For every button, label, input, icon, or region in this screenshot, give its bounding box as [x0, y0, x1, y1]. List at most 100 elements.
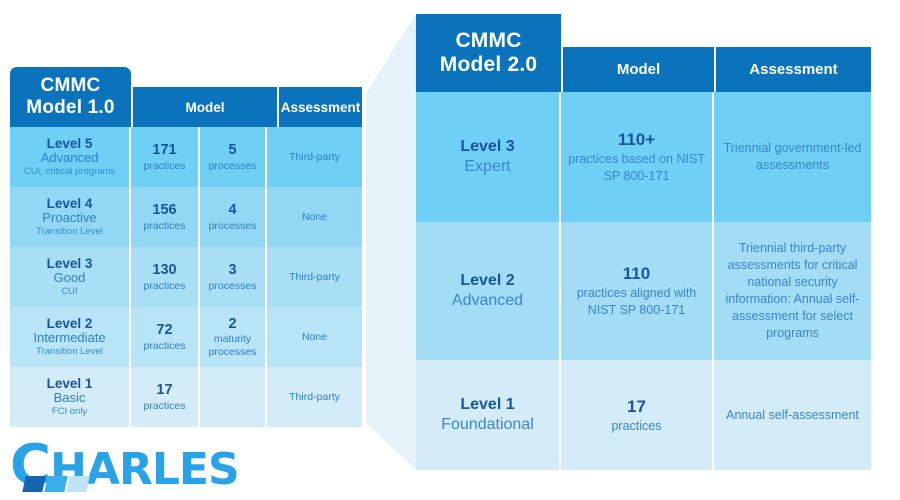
practices-count: 156	[152, 202, 177, 219]
level-label: Level 4	[46, 196, 93, 212]
assessment-value: Third-party	[289, 391, 340, 403]
level-note: Transition Level	[36, 346, 103, 358]
column-header-model: Model	[561, 47, 714, 92]
processes-count: 5	[228, 142, 237, 159]
level-label: Level 2	[460, 272, 515, 289]
model-description: practices	[611, 418, 662, 433]
level-name: Advanced	[451, 292, 524, 309]
table-row: Level 4 Proactive Transition Level 156 p…	[10, 187, 362, 247]
logo-accent-square-dark	[22, 476, 46, 492]
processes-unit: processes	[208, 279, 257, 292]
processes-count: 2	[228, 315, 237, 332]
cmmc-model-2-table: CMMC Model 2.0 Model Assessment Level 3 …	[416, 14, 871, 470]
logo-accent-square-mid	[44, 476, 68, 492]
level-cell: Level 2 Advanced	[416, 222, 561, 360]
practices-cell: 156 practices	[131, 187, 200, 247]
cmmc-model-1-title: CMMC Model 1.0	[10, 67, 131, 127]
table-row: Level 5 Advanced CUI, critical programs …	[10, 127, 362, 187]
level-name: Intermediate	[33, 330, 106, 346]
practices-cell: 17 practices	[131, 367, 200, 427]
cmmc-model-2-header-row: Model Assessment	[561, 47, 871, 92]
level-note: CUI	[61, 286, 78, 298]
model-count: 17	[627, 396, 646, 416]
assessment-cell: Third-party	[267, 367, 362, 427]
cmmc-model-1-body: Level 5 Advanced CUI, critical programs …	[10, 127, 362, 427]
processes-cell: 2 maturity processes	[200, 307, 267, 367]
assessment-cell: None	[267, 187, 362, 247]
table-row: Level 3 Good CUI 130 practices 3 process…	[10, 247, 362, 307]
model-cell: 110 practices aligned with NIST SP 800-1…	[561, 222, 714, 360]
level-note: CUI, critical programs	[23, 166, 116, 178]
practices-unit: practices	[143, 159, 186, 172]
level-cell: Level 2 Intermediate Transition Level	[10, 307, 131, 367]
practices-count: 72	[156, 322, 173, 339]
practices-cell: 72 practices	[131, 307, 200, 367]
level-name: Proactive	[42, 210, 97, 226]
level-name: Basic	[53, 390, 86, 406]
processes-cell	[200, 367, 267, 427]
level-name: Foundational	[441, 416, 534, 433]
model-description: practices based on NIST SP 800-171	[568, 152, 705, 184]
processes-cell: 5 processes	[200, 127, 267, 187]
level-cell: Level 3 Good CUI	[10, 247, 131, 307]
assessment-value: None	[301, 211, 328, 223]
column-header-assessment: Assessment	[714, 47, 871, 92]
practices-cell: 171 practices	[131, 127, 200, 187]
model-cell: 110+ practices based on NIST SP 800-171	[561, 92, 714, 222]
model-count: 110	[622, 264, 651, 284]
assessment-cell: Triennial government-led assessments	[714, 92, 871, 222]
level-note: Transition Level	[36, 226, 103, 238]
column-header-model: Model	[131, 87, 277, 127]
model-count: 110+	[617, 130, 656, 150]
processes-count: 4	[228, 202, 237, 219]
cmmc-model-1-title-line1: CMMC	[40, 75, 101, 97]
practices-unit: practices	[143, 399, 186, 412]
assessment-cell: Triennial third-party assessments for cr…	[714, 222, 871, 360]
level-cell: Level 1 Foundational	[416, 360, 561, 470]
practices-unit: practices	[143, 279, 186, 292]
practices-unit: practices	[143, 339, 186, 352]
logo-accent-square-light	[66, 476, 90, 492]
processes-unit: maturity processes	[208, 333, 257, 358]
table-row: Level 1 Basic FCI only 17 practices Thir…	[10, 367, 362, 427]
assessment-cell: Third-party	[267, 127, 362, 187]
assessment-value: Triennial government-led assessments	[723, 141, 862, 172]
model-description: practices aligned with NIST SP 800-171	[576, 286, 697, 318]
cmmc-model-2-body: Level 3 Expert 110+ practices based on N…	[416, 92, 871, 470]
table-connector-shape	[366, 14, 416, 470]
table-row: Level 2 Intermediate Transition Level 72…	[10, 307, 362, 367]
processes-unit: processes	[208, 159, 257, 172]
assessment-value: None	[301, 331, 328, 343]
table-row: Level 2 Advanced 110 practices aligned w…	[416, 222, 871, 360]
cmmc-model-1-header-row: Model Assessment	[131, 87, 362, 127]
processes-cell: 3 processes	[200, 247, 267, 307]
level-label: Level 1	[460, 396, 515, 413]
assessment-value: Third-party	[289, 151, 340, 163]
cmmc-model-1-table: CMMC Model 1.0 Model Assessment Level 5 …	[10, 67, 362, 427]
assessment-cell: Annual self-assessment	[714, 360, 871, 470]
practices-unit: practices	[143, 219, 186, 232]
level-label: Level 2	[46, 316, 93, 332]
assessment-value: Triennial third-party assessments for cr…	[725, 241, 860, 340]
level-name: Good	[53, 270, 86, 286]
model-cell: 17 practices	[561, 360, 714, 470]
practices-count: 130	[152, 262, 177, 279]
practices-count: 17	[156, 382, 173, 399]
level-label: Level 1	[46, 376, 93, 392]
processes-count: 3	[228, 262, 237, 279]
level-cell: Level 5 Advanced CUI, critical programs	[10, 127, 131, 187]
assessment-cell: Third-party	[267, 247, 362, 307]
cmmc-model-2-title: CMMC Model 2.0	[416, 14, 561, 92]
processes-cell: 4 processes	[200, 187, 267, 247]
column-header-assessment: Assessment	[277, 87, 362, 127]
practices-cell: 130 practices	[131, 247, 200, 307]
level-name: Expert	[464, 158, 511, 175]
level-label: Level 5	[46, 136, 93, 152]
level-note: FCI only	[51, 406, 88, 418]
cmmc-model-1-title-line2: Model 1.0	[26, 97, 115, 118]
cmmc-model-2-title-line1: CMMC	[455, 28, 522, 52]
charles-logo: CHARLES	[10, 438, 260, 496]
level-label: Level 3	[46, 256, 93, 272]
practices-count: 171	[152, 142, 177, 159]
level-cell: Level 4 Proactive Transition Level	[10, 187, 131, 247]
